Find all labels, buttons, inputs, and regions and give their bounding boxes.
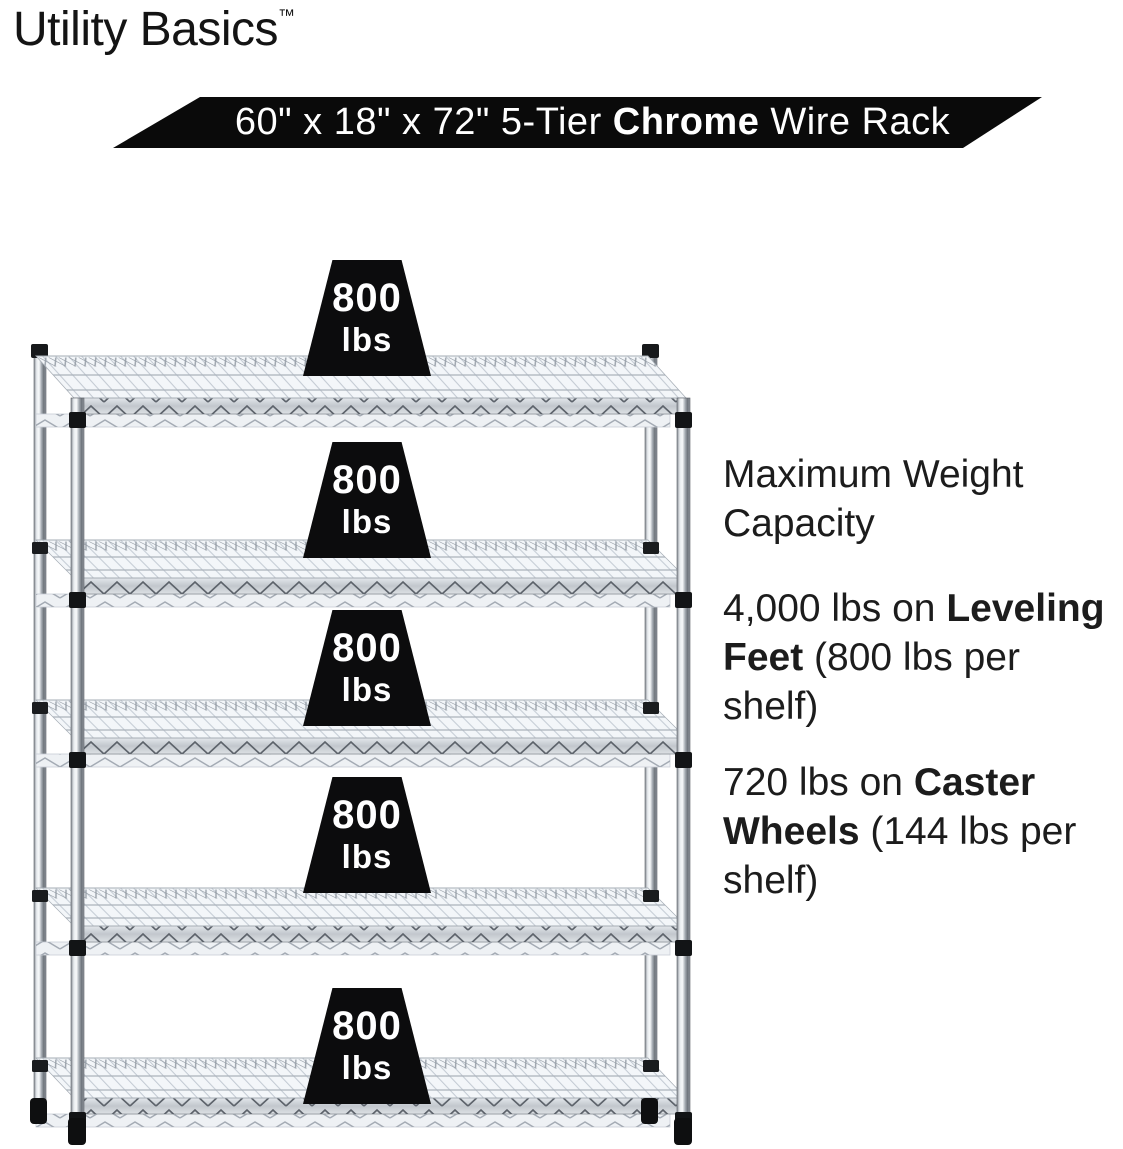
shelf-1: [35, 355, 687, 428]
weight-icon: 800 lbs: [303, 260, 431, 376]
weight-unit: lbs: [341, 321, 393, 358]
brand-name: Utility Basics: [13, 3, 279, 56]
title-finish: Chrome: [612, 101, 760, 143]
weight-unit: lbs: [341, 838, 393, 875]
shelf-5: [32, 1057, 687, 1128]
weight-unit: lbs: [341, 503, 393, 540]
weight-unit: lbs: [341, 1049, 393, 1086]
weight-icon: 800 lbs: [303, 988, 431, 1104]
weight-unit: lbs: [341, 671, 393, 708]
wire-rack-image: [30, 344, 692, 1145]
weight-value: 800: [332, 793, 402, 837]
weight-value: 800: [332, 458, 402, 502]
title-suffix: Wire Rack: [759, 101, 951, 143]
brand-logo: Utility Basics™: [13, 2, 295, 68]
leveling-feet: [30, 1098, 692, 1145]
trademark-symbol: ™: [278, 6, 296, 25]
shelf-4: [32, 887, 687, 956]
weight-value: 800: [332, 276, 402, 320]
weight-value: 800: [332, 1004, 402, 1048]
title-banner: 60" x 18" x 72" 5-Tier Chrome Wire Rack: [113, 97, 1042, 148]
product-title: 60" x 18" x 72" 5-Tier Chrome Wire Rack: [205, 101, 950, 144]
shelf-2: [32, 539, 687, 608]
title-dimensions: 60" x 18" x 72" 5-Tier: [234, 101, 613, 143]
weight-value: 800: [332, 626, 402, 670]
